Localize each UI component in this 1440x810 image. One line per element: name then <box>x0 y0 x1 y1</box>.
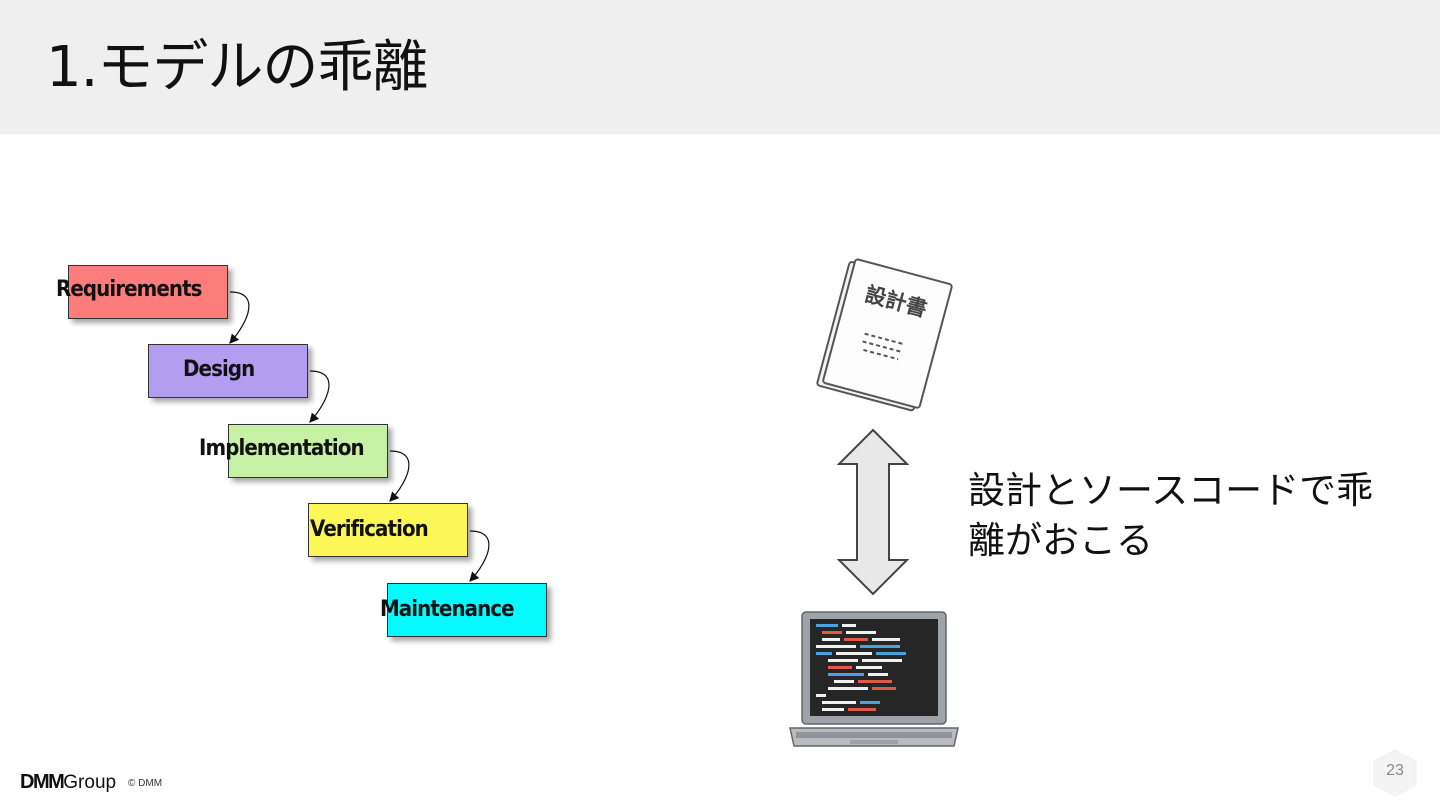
waterfall-arrows <box>229 291 490 582</box>
stage-label-maintenance: Maintenance <box>380 597 515 622</box>
divergence-message: 設計とソースコードで乖 離がおこる <box>968 466 1388 566</box>
page-number: 23 <box>1386 762 1404 779</box>
stage-box-verification <box>308 503 468 557</box>
message-line-2: 離がおこる <box>968 519 1153 562</box>
stage-box-requirements <box>68 265 228 319</box>
stage-label-requirements: Requirements <box>56 277 202 302</box>
copyright-text: © DMM <box>128 778 163 789</box>
dmm-group-logo: DMMGroup <box>20 770 116 795</box>
slide-title: 1.モデルの乖離 <box>46 35 428 100</box>
message-line-1: 設計とソースコードで乖 <box>968 469 1374 512</box>
stage-box-design <box>148 344 308 398</box>
stage-label-design: Design <box>183 357 255 382</box>
title-bar <box>0 0 1440 134</box>
page-badge-hexagon <box>1373 749 1417 797</box>
design-document-icon: 設計書 <box>810 255 960 415</box>
stage-box-implementation <box>228 424 388 478</box>
stage-label-verification: Verification <box>310 517 429 542</box>
up-down-arrow-icon <box>836 428 910 596</box>
stage-label-implementation: Implementation <box>199 436 365 461</box>
logo-group: Group <box>63 772 117 793</box>
logo-dmm: DMM <box>20 771 65 793</box>
laptop-code-icon <box>786 610 962 752</box>
stage-box-maintenance <box>387 583 547 637</box>
